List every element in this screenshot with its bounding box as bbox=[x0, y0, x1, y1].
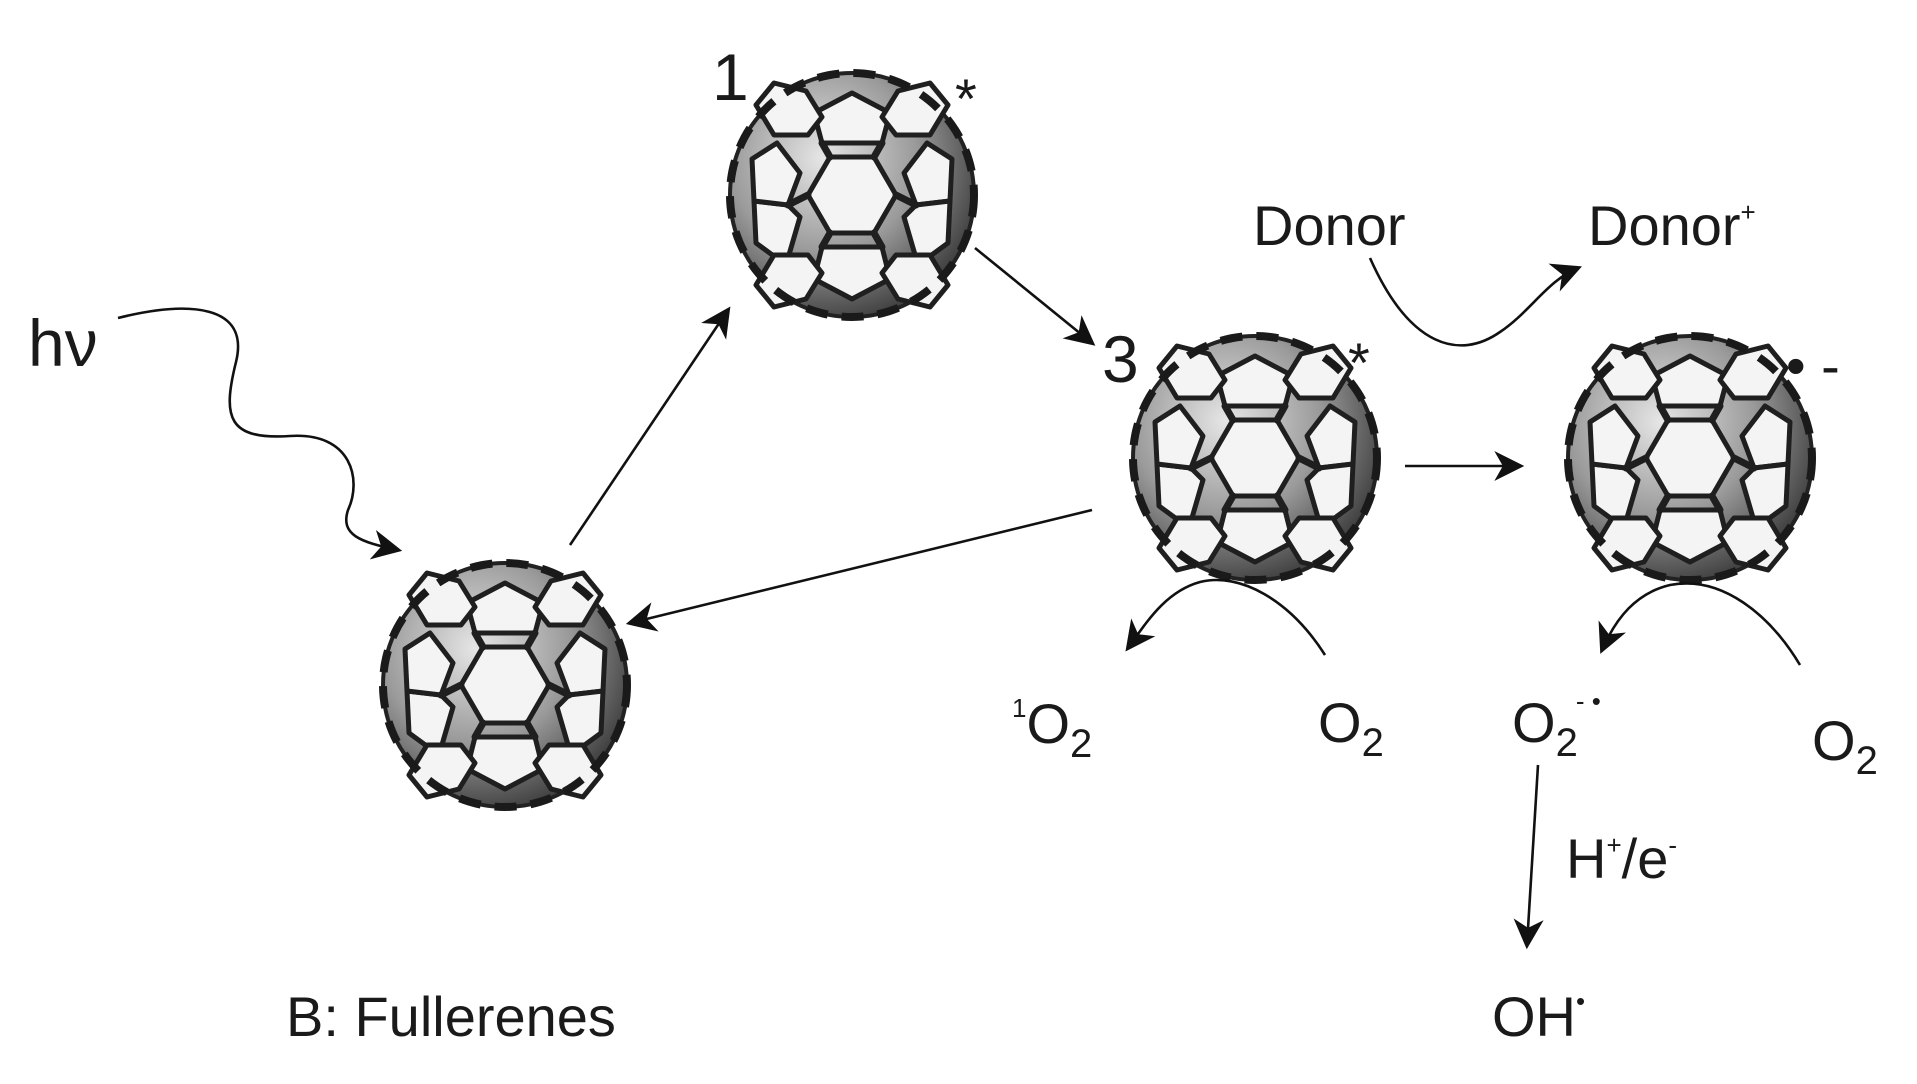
hydroxyl-formation-arrow bbox=[1513, 764, 1544, 950]
fullerene-radical-anion bbox=[1568, 336, 1812, 580]
proton-electron-label: H+/e- bbox=[1566, 827, 1677, 890]
singlet-state-number: 1 bbox=[712, 40, 749, 114]
radical-anion-mark: • - bbox=[1786, 334, 1840, 397]
fullerene-singlet-excited bbox=[730, 73, 974, 317]
donor-oxidation-arrow bbox=[1368, 257, 1582, 347]
excitation-arrow bbox=[568, 306, 731, 546]
panel-label: B: Fullerenes bbox=[286, 985, 616, 1048]
relaxation-arrow bbox=[625, 508, 1093, 632]
oxygen-label-radical-branch: O2 bbox=[1812, 709, 1878, 783]
triplet-state-number: 3 bbox=[1102, 322, 1139, 396]
superoxide-formation-arrow bbox=[1598, 582, 1802, 666]
light-absorption-arrow bbox=[117, 307, 403, 560]
light-label: hν bbox=[28, 306, 98, 380]
singlet-oxygen-arrow bbox=[1125, 578, 1327, 656]
donor-cation-label: Donor+ bbox=[1588, 194, 1756, 257]
oxygen-label-triplet-branch: O2 bbox=[1318, 691, 1384, 765]
singlet-oxygen-label: 1O2 bbox=[1012, 692, 1092, 766]
fullerene-ground-state bbox=[383, 563, 627, 807]
superoxide-label: O2- • bbox=[1512, 686, 1601, 765]
fullerene-triplet-excited bbox=[1133, 336, 1377, 580]
singlet-excited-mark: * bbox=[955, 67, 977, 130]
hydroxyl-radical-label: OH• bbox=[1492, 985, 1585, 1048]
triplet-excited-mark: * bbox=[1348, 331, 1370, 394]
donor-label: Donor bbox=[1253, 194, 1406, 257]
intersystem-crossing-arrow bbox=[974, 246, 1096, 346]
